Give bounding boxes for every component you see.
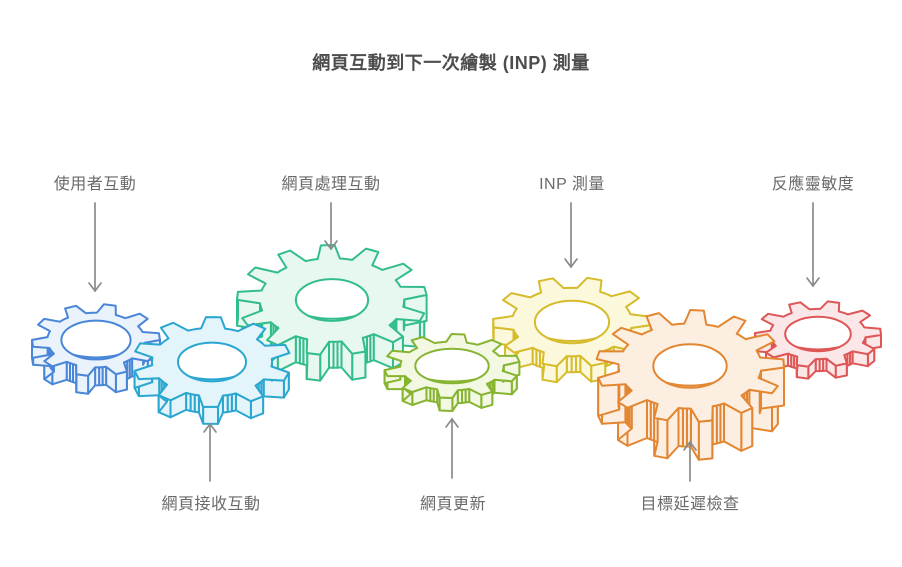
gear-page-update: [383, 333, 521, 412]
arrow-page-receives-interaction: [203, 422, 217, 482]
label-page-processes-interaction: 網頁處理互動: [281, 176, 381, 193]
gear-hole-depth-line: [72, 353, 120, 359]
arrow-responsiveness: [806, 202, 820, 288]
gear-hole-depth-line: [547, 337, 597, 343]
gear-hole-depth-line: [795, 346, 841, 351]
gear-page-receives-interaction: [133, 316, 291, 425]
arrow-user-interaction: [88, 202, 102, 293]
gear-hole-depth-line: [189, 375, 235, 381]
gear-hole-depth-line: [665, 381, 715, 387]
label-target-delay-check: 目標延遲檢查: [640, 496, 740, 513]
arrow-inp-measurement: [564, 202, 578, 269]
label-page-receives-interaction: 網頁接收互動: [161, 496, 261, 513]
gear-page-processes-interaction: [236, 244, 428, 382]
gear-target-delay-check: [595, 309, 785, 461]
gear-hole-depth-line: [427, 378, 477, 383]
arrow-target-delay-check: [683, 440, 697, 482]
diagram-title: 網頁互動到下一次繪製 (INP) 測量: [312, 53, 590, 73]
arrow-page-update: [445, 417, 459, 479]
gear-hole-depth-line: [307, 315, 357, 320]
label-user-interaction: 使用者互動: [53, 176, 137, 193]
label-responsiveness: 反應靈敏度: [771, 176, 855, 193]
label-inp-measurement: INP 測量: [539, 176, 605, 193]
gear-responsiveness: [754, 300, 882, 380]
arrow-page-processes-interaction: [324, 202, 338, 251]
label-page-update: 網頁更新: [419, 496, 487, 513]
